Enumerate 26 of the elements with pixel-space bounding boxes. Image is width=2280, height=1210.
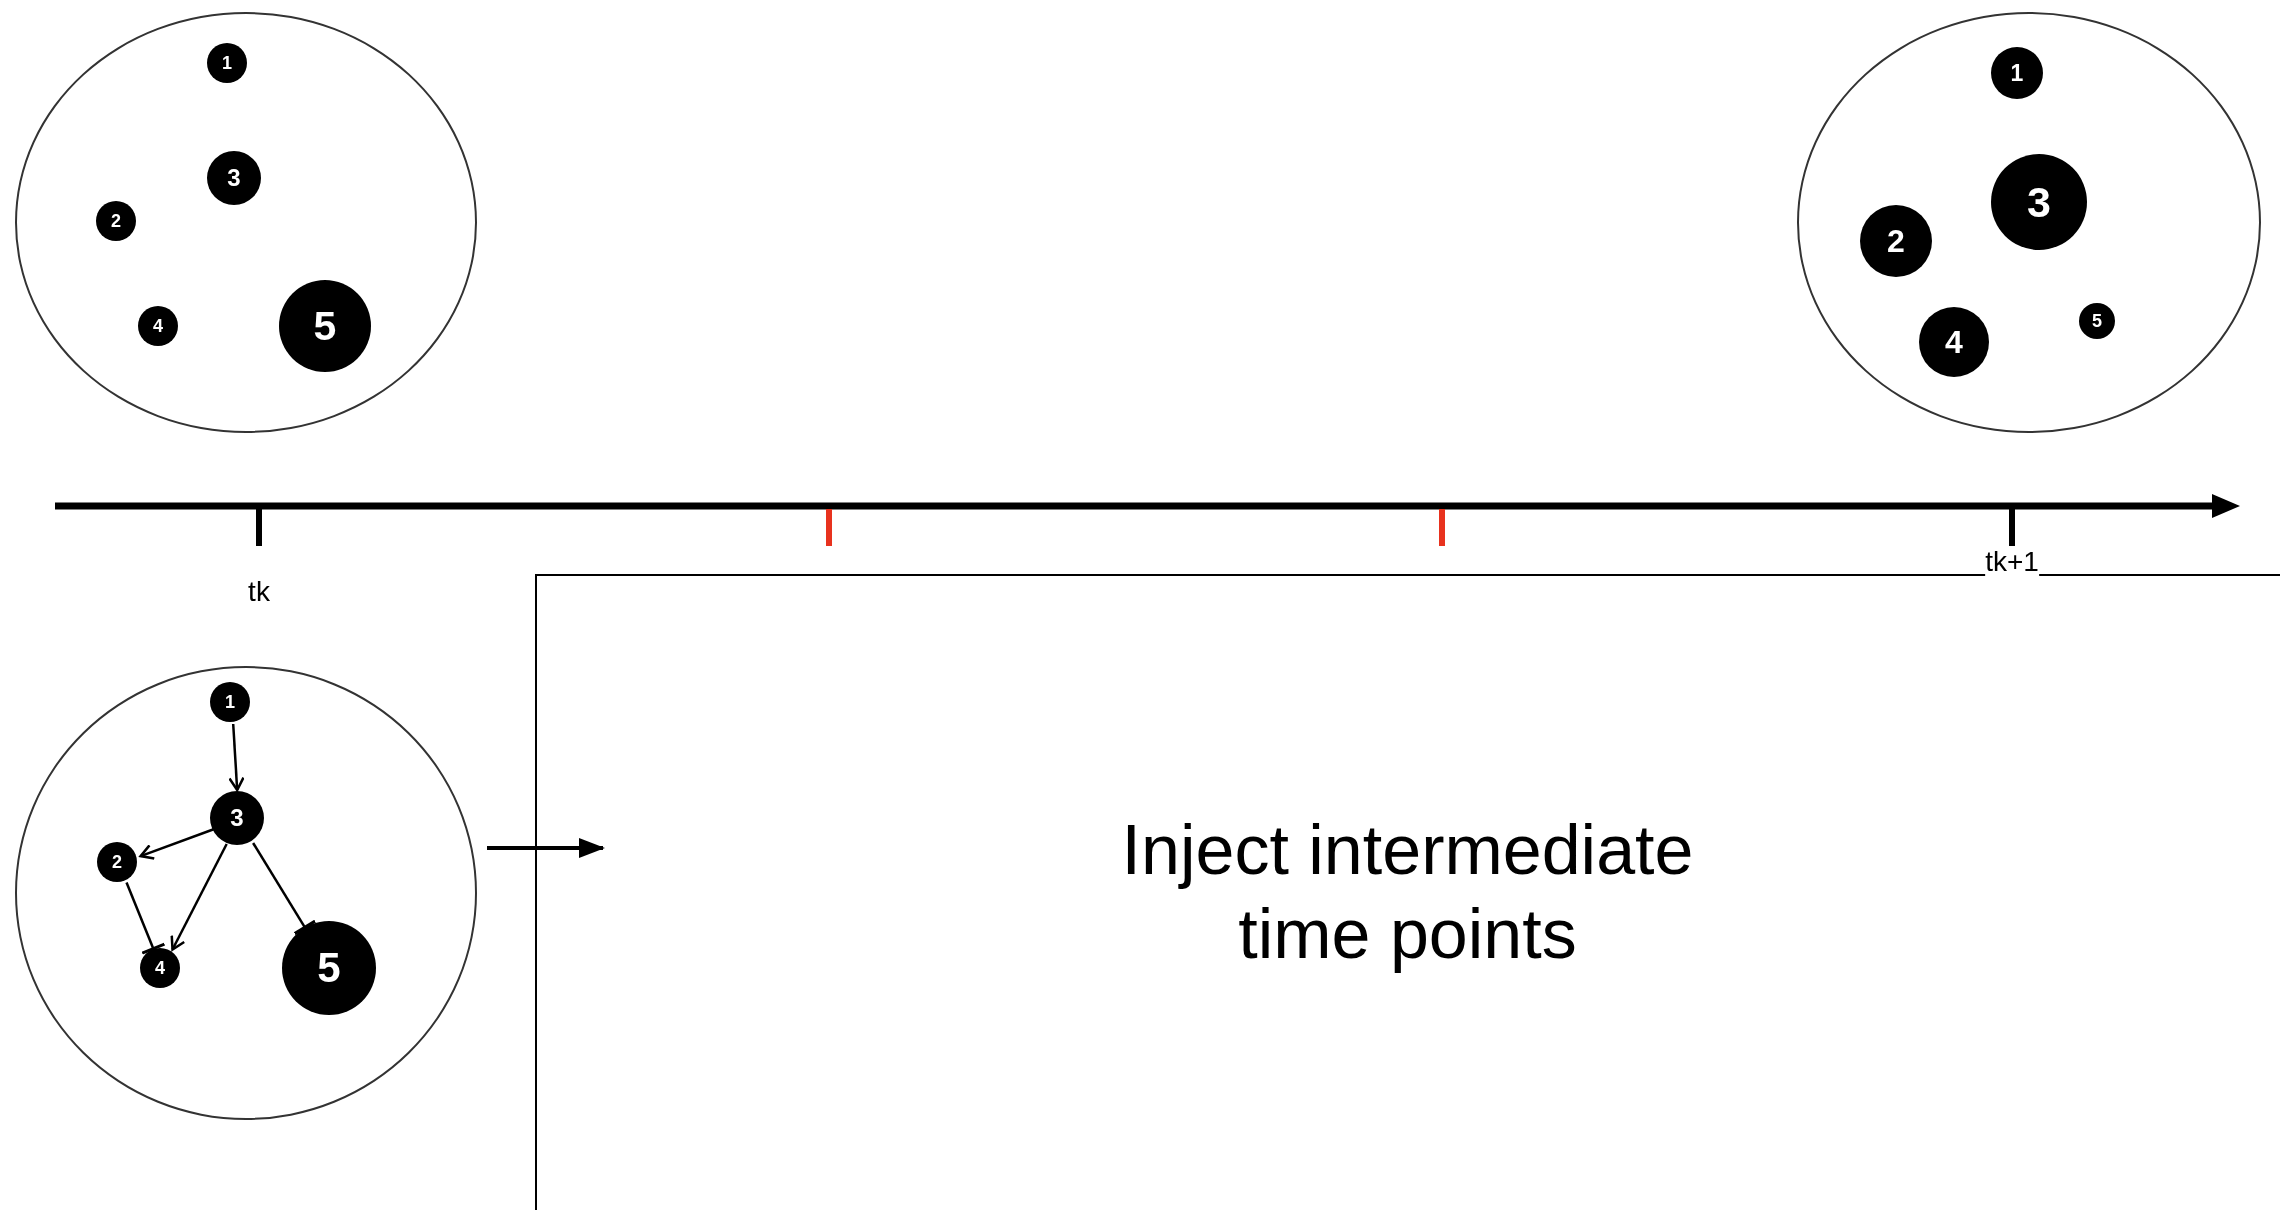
inhibition-line <box>125 882 166 955</box>
numbered-circle: 4 <box>140 948 180 988</box>
ellipse <box>15 12 477 433</box>
numbered-circle: 3 <box>207 151 261 205</box>
numbered-circle: 3 <box>210 791 264 845</box>
numbered-circle: 4 <box>1919 307 1989 377</box>
numbered-circle: 2 <box>97 842 137 882</box>
panel-text: Inject intermediate time points <box>1120 810 1695 975</box>
numbered-circle: 1 <box>1991 47 2043 99</box>
ellipse <box>1797 12 2261 433</box>
inhibition-line <box>252 842 317 936</box>
numbered-circle: 3 <box>1991 154 2087 250</box>
numbered-circle: 1 <box>210 682 250 722</box>
arrow <box>139 828 215 860</box>
numbered-circle: 5 <box>279 280 371 372</box>
panel-box <box>535 574 2280 1210</box>
numbered-circle: 2 <box>96 201 136 241</box>
arrow <box>170 843 228 951</box>
numbered-circle: 2 <box>1860 205 1932 277</box>
numbered-circle: 1 <box>207 43 247 83</box>
ellipse <box>15 666 477 1120</box>
numbered-circle: 5 <box>2079 303 2115 339</box>
arrow <box>228 723 245 792</box>
arrow <box>487 838 605 858</box>
numbered-circle: 5 <box>282 921 376 1015</box>
numbered-circle: 4 <box>138 306 178 346</box>
